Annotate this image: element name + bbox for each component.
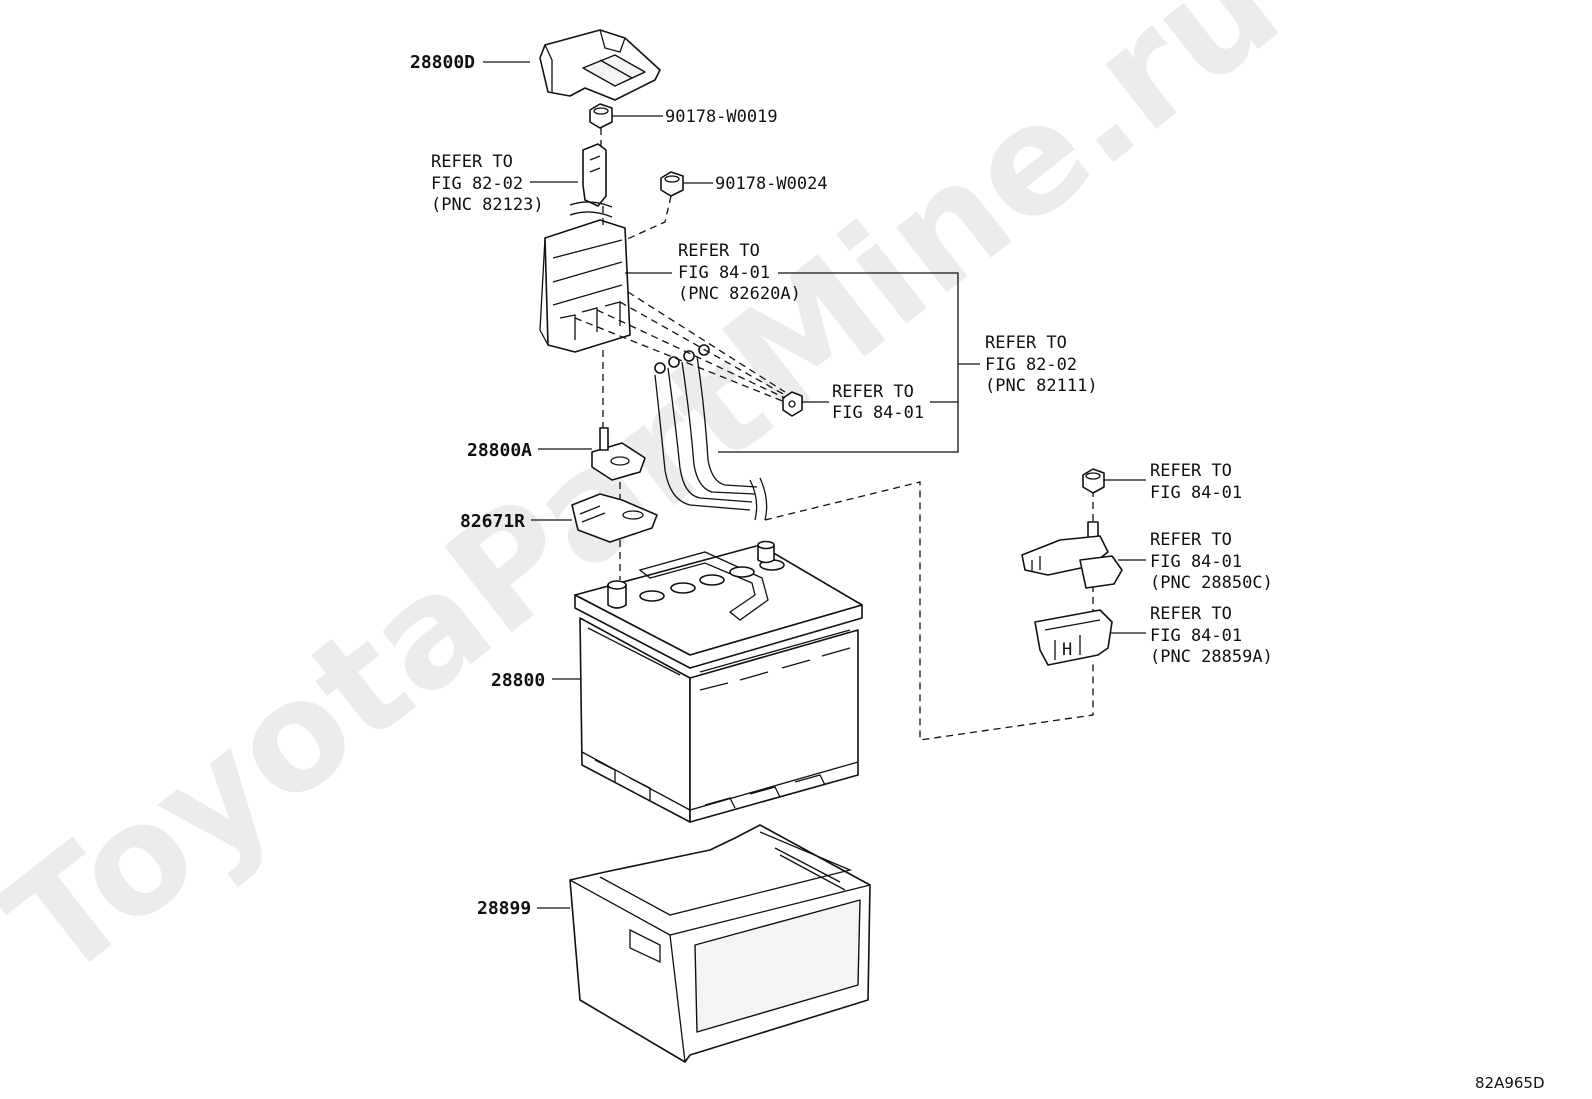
label-refer-84-01-right: REFER TO FIG 84-01 xyxy=(1150,461,1242,503)
battery-28800 xyxy=(574,540,863,823)
label-refer-82123-line1: REFER TO xyxy=(431,152,513,172)
label-refer-82620A-line3: (PNC 82620A) xyxy=(678,284,801,304)
svg-text:H: H xyxy=(1062,640,1072,660)
nut-refer-84-01 xyxy=(782,391,803,417)
nut-90178-W0019 xyxy=(589,103,613,129)
terminal-clamp-82671R xyxy=(571,493,658,543)
label-28800: 28800 xyxy=(491,670,545,691)
label-refer-82111-line3: (PNC 82111) xyxy=(985,376,1098,396)
label-refer-28859A-line1: REFER TO xyxy=(1150,604,1232,624)
label-refer-82123-line2: FIG 82-02 xyxy=(431,174,523,194)
label-refer-28850C-line1: REFER TO xyxy=(1150,530,1232,550)
label-refer-82123-line3: (PNC 82123) xyxy=(431,195,544,215)
label-refer-84-01-right-line2: FIG 84-01 xyxy=(1150,483,1242,503)
label-refer-82620A: REFER TO FIG 84-01 (PNC 82620A) xyxy=(678,241,801,304)
label-refer-28859A-line2: FIG 84-01 xyxy=(1150,626,1242,646)
assembly-dashed-lines xyxy=(574,128,1094,741)
label-refer-82620A-line2: FIG 84-01 xyxy=(678,263,770,283)
label-refer-84-01-nut-line1: REFER TO xyxy=(832,382,914,402)
label-refer-28859A-line3: (PNC 28859A) xyxy=(1150,647,1273,667)
label-refer-84-01-nut: REFER TO FIG 84-01 xyxy=(832,382,924,423)
label-refer-84-01-nut-line2: FIG 84-01 xyxy=(832,403,924,423)
nut-90178-W0024 xyxy=(660,171,684,197)
sensor-bracket-28859A: H xyxy=(1034,609,1113,666)
drawing-code: 82A965D xyxy=(1475,1074,1545,1092)
fuse-block xyxy=(539,219,631,353)
label-28800D: 28800D xyxy=(410,52,475,73)
fusible-link-bracket xyxy=(569,143,613,218)
label-refer-28850C-line3: (PNC 28850C) xyxy=(1150,573,1273,593)
label-refer-82111: REFER TO FIG 82-02 (PNC 82111) xyxy=(985,333,1098,396)
label-refer-28859A: REFER TO FIG 84-01 (PNC 28859A) xyxy=(1150,604,1273,667)
label-refer-82620A-line1: REFER TO xyxy=(678,241,760,261)
label-refer-82111-line1: REFER TO xyxy=(985,333,1067,353)
current-sensor-28850C xyxy=(1021,521,1123,589)
label-28899: 28899 xyxy=(477,898,531,919)
terminal-cover-28800D xyxy=(539,29,661,101)
label-28800A: 28800A xyxy=(467,440,532,461)
label-90178-W0019: 90178-W0019 xyxy=(665,107,778,127)
label-refer-82111-line2: FIG 82-02 xyxy=(985,355,1077,375)
leader-lines xyxy=(483,61,1146,909)
label-refer-84-01-right-line1: REFER TO xyxy=(1150,461,1232,481)
battery-clamp-28800A xyxy=(591,427,646,481)
battery-tray-28899 xyxy=(569,824,871,1063)
label-refer-82123: REFER TO FIG 82-02 (PNC 82123) xyxy=(431,152,544,215)
battery-cables xyxy=(654,344,768,521)
label-refer-28850C: REFER TO FIG 84-01 (PNC 28850C) xyxy=(1150,530,1273,593)
nut-right-refer-84-01 xyxy=(1082,468,1105,494)
label-82671R: 82671R xyxy=(460,511,525,532)
label-90178-W0024: 90178-W0024 xyxy=(715,174,828,194)
label-refer-28850C-line2: FIG 84-01 xyxy=(1150,552,1242,572)
